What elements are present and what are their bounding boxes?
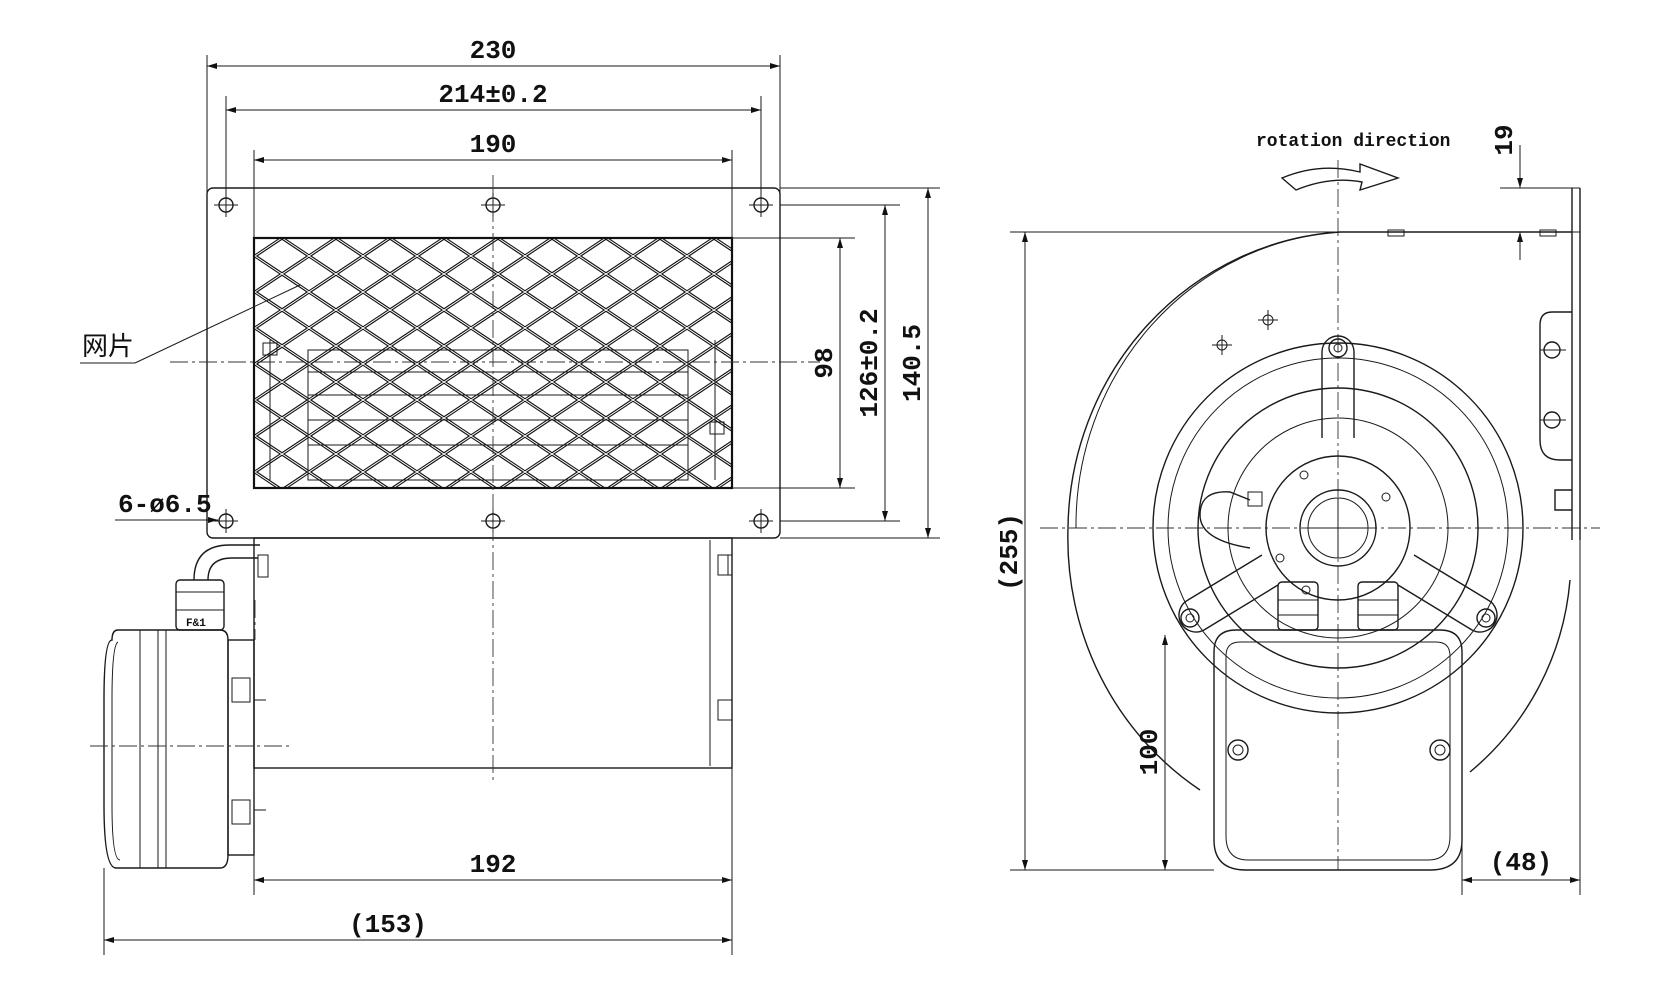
extension-lines-right: [732, 187, 940, 539]
plug-marking: F&1: [186, 618, 206, 630]
dim-total-length-text: (153): [349, 910, 427, 940]
motor-hub: [1265, 455, 1411, 601]
grille-leader: 网片: [80, 284, 301, 364]
dimension-140-5: 140.5: [898, 188, 931, 538]
dim-right-offset-text: (48): [1490, 848, 1552, 878]
side-bracket: [1539, 311, 1572, 461]
dimension-100: 100: [1135, 635, 1168, 870]
dimension-190: 190: [254, 130, 732, 163]
support-arm-right: [1397, 554, 1498, 633]
extension-lines-top: [206, 55, 781, 238]
support-arm-top: [1321, 335, 1355, 438]
screw-marks: [1212, 310, 1391, 595]
motor-outer-ring: [1152, 342, 1524, 714]
flange-plate: [206, 187, 781, 539]
holes-leader: 6-ø6.5: [115, 490, 218, 523]
dim-hole-height-text: 126±0.2: [855, 308, 885, 417]
dimension-153: (153): [104, 910, 732, 943]
dimension-230: 230: [207, 36, 780, 69]
dimension-255: (255): [995, 231, 1340, 871]
dimension-192: 192: [254, 850, 732, 883]
wire-loop: [1199, 491, 1251, 549]
motor-shaft: [1299, 489, 1377, 567]
dimension-48: (48): [1461, 540, 1581, 895]
dim-overall-width-text: 230: [470, 36, 517, 66]
dimension-126: 126±0.2: [855, 205, 888, 521]
dim-hole-spacing-text: 214±0.2: [438, 80, 547, 110]
dim-grille-width-text: 190: [470, 130, 517, 160]
support-arm-left: [1178, 554, 1279, 633]
dim-body-length-text: 192: [470, 850, 517, 880]
terminal-box-left: F&1: [90, 544, 290, 869]
dim-total-height-text: (255): [995, 513, 1025, 591]
dimension-98: 98: [810, 238, 843, 488]
dim-box-height-text: 100: [1135, 729, 1165, 776]
dim-top-offset-text: 19: [1490, 124, 1520, 155]
side-view: rotation direction 19: [995, 124, 1600, 895]
motor-mid-ring: [1197, 387, 1479, 669]
grille-label: 网片: [82, 332, 134, 362]
dim-flange-height-text: 140.5: [898, 324, 928, 402]
front-view: 230 214±0.2 190: [80, 36, 940, 955]
dim-grille-height-text: 98: [810, 347, 840, 378]
terminal-box-bottom: [1213, 629, 1463, 871]
scroll-housing: [1067, 231, 1572, 791]
holes-label: 6-ø6.5: [118, 490, 212, 520]
dimension-19: 19: [1490, 124, 1580, 260]
rotation-arrow: [1280, 162, 1401, 192]
rotation-label: rotation direction: [1256, 132, 1450, 152]
dimension-214: 214±0.2: [226, 80, 761, 113]
